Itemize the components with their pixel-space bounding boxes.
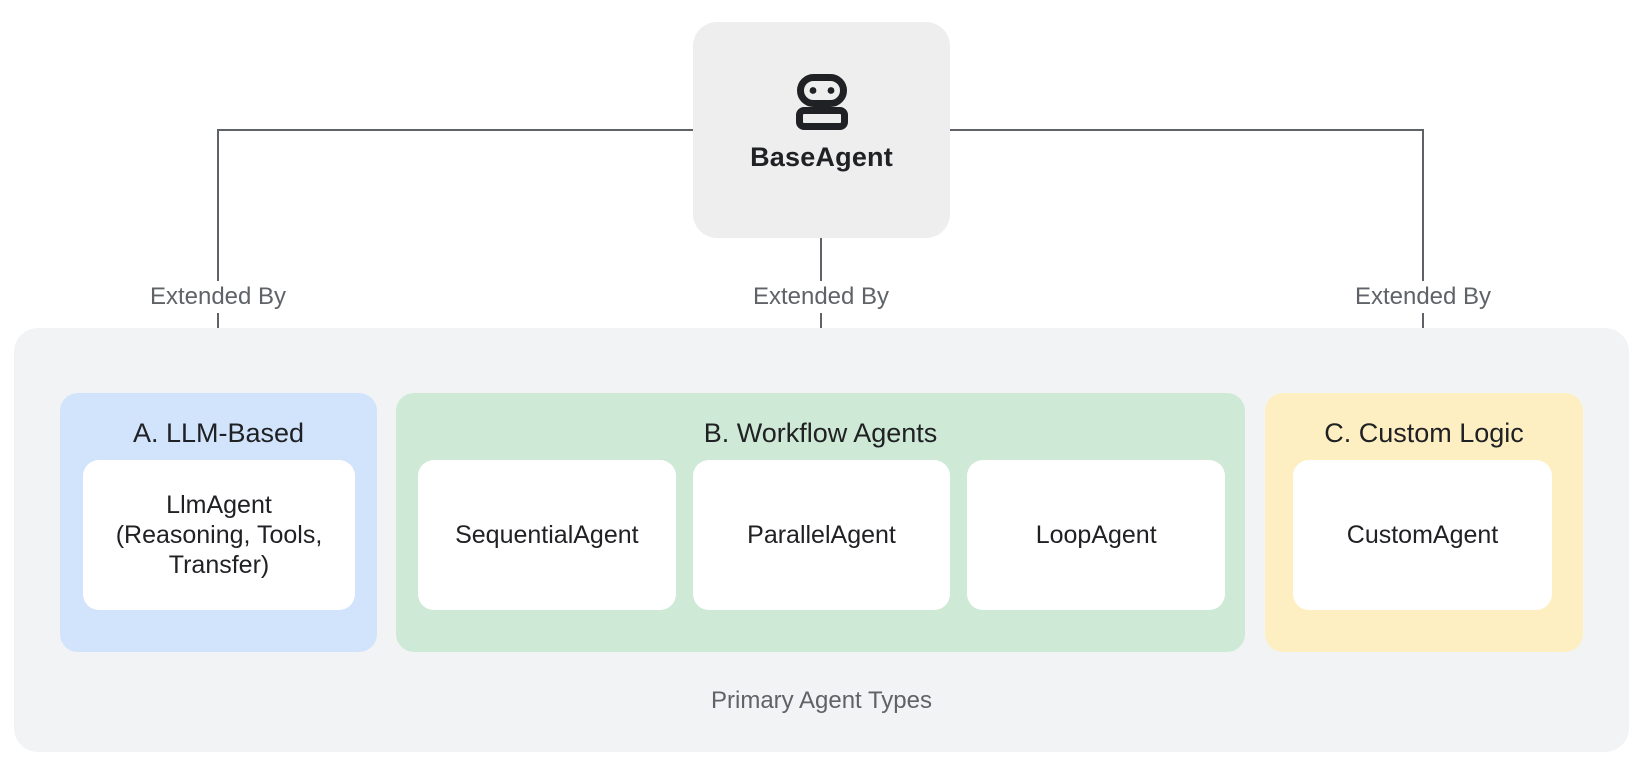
group-cards: LlmAgent (Reasoning, Tools, Transfer) (83, 460, 355, 610)
primary-agent-types-container: A. LLM-Based LlmAgent (Reasoning, Tools,… (14, 328, 1629, 752)
container-caption: Primary Agent Types (711, 687, 932, 714)
edge-label-extended-by-left: Extended By (139, 281, 297, 313)
group-workflow-agents: B. Workflow Agents SequentialAgent Paral… (396, 393, 1245, 652)
group-cards: SequentialAgent ParallelAgent LoopAgent (418, 460, 1226, 610)
base-agent-node: BaseAgent (693, 22, 950, 238)
agent-card-parallel-agent: ParallelAgent (692, 460, 951, 610)
agent-card-llm-agent: LlmAgent (Reasoning, Tools, Transfer) (83, 460, 355, 610)
group-custom-logic: C. Custom Logic CustomAgent (1265, 393, 1583, 652)
group-title: B. Workflow Agents (703, 418, 938, 448)
edge-label-extended-by-right: Extended By (1344, 281, 1502, 313)
group-title: C. Custom Logic (1324, 418, 1524, 448)
base-agent-label: BaseAgent (750, 141, 893, 172)
agent-card-sequential-agent: SequentialAgent (418, 460, 676, 610)
edge-label-extended-by-middle: Extended By (742, 281, 900, 313)
agent-card-custom-agent: CustomAgent (1293, 460, 1552, 610)
robot-icon (795, 73, 848, 130)
agent-card-loop-agent: LoopAgent (967, 460, 1226, 610)
group-llm-based: A. LLM-Based LlmAgent (Reasoning, Tools,… (60, 393, 377, 652)
group-title: A. LLM-Based (132, 418, 305, 448)
group-cards: CustomAgent (1293, 460, 1552, 610)
